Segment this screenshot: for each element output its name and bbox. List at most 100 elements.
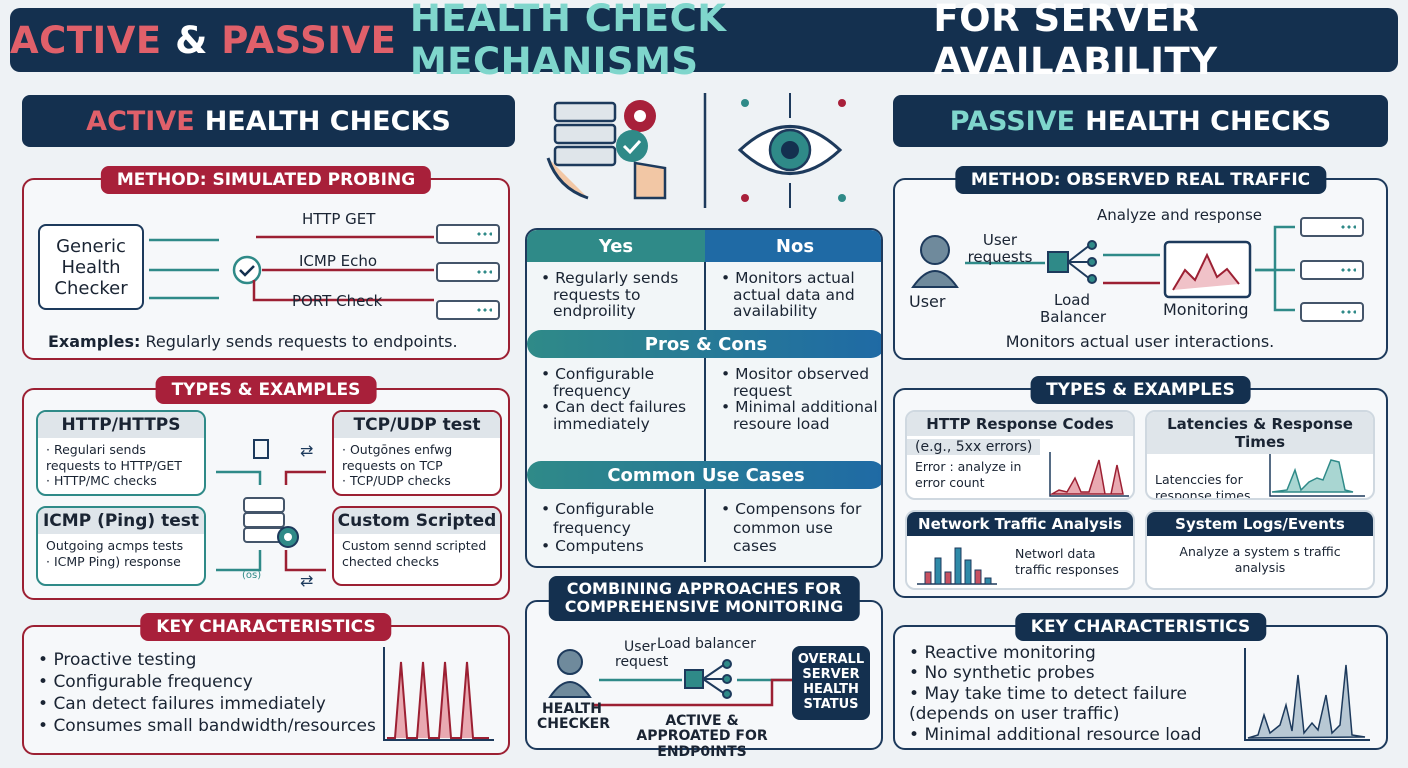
card-title: Custom Scripted [334, 508, 500, 534]
overall-status-box: OVERALL SERVER HEALTH STATUS [792, 646, 870, 720]
card-line: chected checks [342, 553, 439, 569]
server-icon [436, 300, 500, 320]
passive-types-pill: TYPES & EXAMPLES [1030, 376, 1251, 404]
monitoring-label: Monitoring [1163, 300, 1249, 319]
examples-text: Examples: Regularly sends requests to en… [48, 332, 458, 351]
traffic-bar-chart [917, 547, 997, 585]
periodic-probe-sparkline [383, 647, 494, 741]
user-requests-label: User requests [967, 231, 1033, 266]
card-title: HTTP/HTTPS [38, 412, 204, 438]
passive-banner: PASSIVE HEALTH CHECKS [893, 95, 1388, 147]
eye-icon [737, 93, 846, 208]
table-cell: Mositor observed request [717, 366, 881, 400]
table-cell: Monitors actual actual data and availabi… [717, 270, 877, 320]
card-title: TCP/UDP test [334, 412, 500, 438]
passive-method-box: METHOD: OBSERVED REAL TRAFFIC User User … [893, 166, 1388, 360]
key-item: Reactive monitoring [909, 643, 1219, 663]
table-cell: Configurable frequency [537, 500, 697, 537]
page-title: ACTIVE & PASSIVE HEALTH CHECK MECHANISMS… [10, 0, 1398, 83]
card-line: · Regulari sends [46, 442, 146, 457]
server-icon [1300, 260, 1364, 280]
pros-cons-header: Pros & Cons [527, 330, 881, 358]
server-icon [436, 262, 500, 282]
pill-line: COMPREHENSIVE MONITORING [564, 597, 844, 617]
card-title: Latencies & Response Times [1147, 412, 1373, 454]
swap-arrows-icon: ⇄ [300, 441, 313, 460]
card-line: · Outgōnes enfwg [342, 442, 453, 457]
user-icon [920, 235, 950, 265]
passive-key-pill: KEY CHARACTERISTICS [1014, 613, 1267, 641]
probe-arrows [149, 235, 434, 302]
card-line: requests to HTTP/GET [46, 457, 182, 473]
card-line: Outgoing acmps tests [46, 538, 184, 553]
card-line: Error : analyze in [915, 459, 1022, 474]
passive-key-box: KEY CHARACTERISTICS Reactive monitoring … [893, 613, 1388, 750]
latency-chart [1269, 454, 1365, 497]
swap-arrows-icon: ⇄ [300, 571, 313, 590]
key-item: Can detect failures immediately [38, 693, 376, 715]
passive-banner-rest: HEALTH CHECKS [1085, 105, 1332, 137]
active-types-box: TYPES & EXAMPLES HTTP/HTTPS · Regulari s… [22, 376, 510, 600]
server-gear-hub-icon: ⇄ ⇄ [216, 439, 326, 590]
user-label: User [909, 292, 946, 311]
examples-value: Regularly sends requests to endpoints. [145, 332, 458, 351]
card-line: traffic responses [1015, 561, 1119, 577]
active-key-box: KEY CHARACTERISTICS Proactive testing Co… [22, 613, 510, 755]
card-line: error count [915, 474, 985, 490]
card-http-codes: HTTP Response Codes (e.g., 5xx errors) E… [905, 410, 1135, 500]
server-check-hand-icon [546, 100, 667, 200]
card-title: HTTP Response Codes [907, 412, 1133, 436]
server-icon [1300, 302, 1364, 322]
method-pill: METHOD: SIMULATED PROBING [100, 166, 432, 194]
server-icon [436, 224, 500, 244]
key-pill: KEY CHARACTERISTICS [140, 613, 392, 641]
use-cases-header: Common Use Cases [527, 461, 881, 489]
key-item: Consumes small bandwidth/resources [38, 715, 375, 737]
passive-caption: Monitors actual user interactions. [1005, 332, 1275, 351]
probe-http-get: HTTP GET [302, 210, 376, 228]
card-subtitle: (e.g., 5xx errors) [907, 439, 1041, 455]
document-icon [253, 439, 269, 459]
card-line: · HTTP/MC checks [46, 473, 157, 489]
center-icons [546, 93, 846, 208]
combining-flow [548, 649, 792, 707]
card-line: Analyze a system s traffic [1179, 544, 1341, 559]
passive-banner-accent: PASSIVE [949, 105, 1076, 137]
table-cell: Configurable frequency [537, 366, 702, 400]
card-icmp: ICMP (Ping) test Outgoing acmps tests· I… [36, 506, 206, 586]
key-item: May take time to detect failure (depends… [909, 684, 1219, 725]
card-line: analysis [1234, 559, 1286, 575]
card-title: ICMP (Ping) test [38, 508, 204, 534]
check-icon [232, 255, 262, 285]
card-line: response times [1155, 487, 1251, 500]
card-title: Network Traffic Analysis [907, 512, 1133, 536]
os-label: (os) [242, 570, 262, 581]
user-request-label: User request [615, 639, 669, 671]
key-item: Configurable frequency [38, 671, 376, 693]
passive-types-box: TYPES & EXAMPLES HTTP Response Codes (e.… [893, 376, 1388, 598]
key-item: Proactive testing [38, 649, 376, 671]
user-icon [557, 649, 583, 675]
types-pill: TYPES & EXAMPLES [155, 376, 377, 404]
key-item: No synthetic probes [909, 663, 1219, 683]
card-line: requests on TCP [342, 457, 443, 473]
table-cell: Compensons for common use cases [717, 500, 877, 556]
examples-label: Examples: [48, 332, 141, 351]
passive-flow [911, 225, 1295, 312]
card-line: Networl data [1015, 546, 1096, 561]
table-cell: Minimal additional resoure load [717, 399, 881, 433]
title-passive: PASSIVE [221, 18, 397, 62]
load-balancer-label: Load Balancer [1040, 291, 1106, 326]
col-yes-header: Yes [527, 230, 705, 262]
title-mid: HEALTH CHECK MECHANISMS [409, 0, 727, 83]
comparison-table: Yes Nos Regularly sends requests to endp… [525, 228, 883, 568]
card-title: System Logs/Events [1147, 512, 1373, 536]
passive-method-pill: METHOD: OBSERVED REAL TRAFFIC [954, 166, 1327, 194]
active-banner-accent: ACTIVE [86, 105, 195, 137]
title-amp: & [175, 18, 208, 62]
